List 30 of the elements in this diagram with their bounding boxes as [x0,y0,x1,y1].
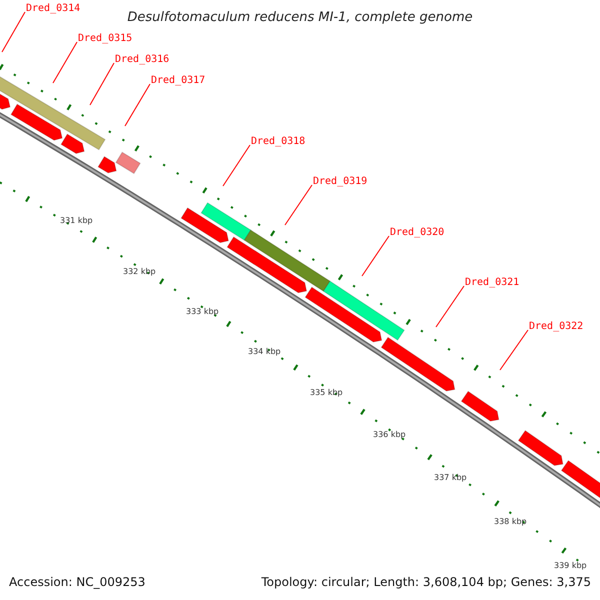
leader-line [124,84,150,126]
gene-label: Dred_0314 [26,4,80,14]
leader-line [436,286,464,328]
leader-line [90,62,114,106]
genome-info-label: Topology: circular; Length: 3,608,104 bp; Genes: 3,375 [261,576,591,588]
title: Desulfotomaculum reducens MI-1, complete genome [126,11,474,24]
position-label: 338 kbp [494,518,527,526]
position-label: 331 kbp [60,217,93,225]
gene-label: Dred_0322 [529,322,584,332]
leader-line [222,144,250,186]
position-label: 337 kbp [434,474,467,482]
gene-label: Dred_0316 [115,55,170,65]
leader-line [500,330,528,370]
gene-label: Dred_0319 [313,177,368,187]
leader-line [362,236,390,276]
gene-label: Dred_0320 [390,228,444,238]
leader-line [2,12,26,52]
gene-label: Dred_0318 [251,137,306,147]
gene-label: Dred_0317 [151,76,206,86]
position-label: 335 kbp [310,389,343,397]
position-label: 339 kbp [554,562,587,570]
position-label: 332 kbp [123,268,156,276]
leader-line [52,42,78,84]
position-label: 334 kbp [248,348,281,356]
position-label: 336 kbp [373,431,406,439]
gene-label: Dred_0321 [465,278,520,288]
gene-label: Dred_0315 [78,34,132,44]
leader-line [284,184,312,226]
position-label: 333 kbp [186,308,219,316]
accession-label: Accession: NC_009253 [9,576,146,588]
